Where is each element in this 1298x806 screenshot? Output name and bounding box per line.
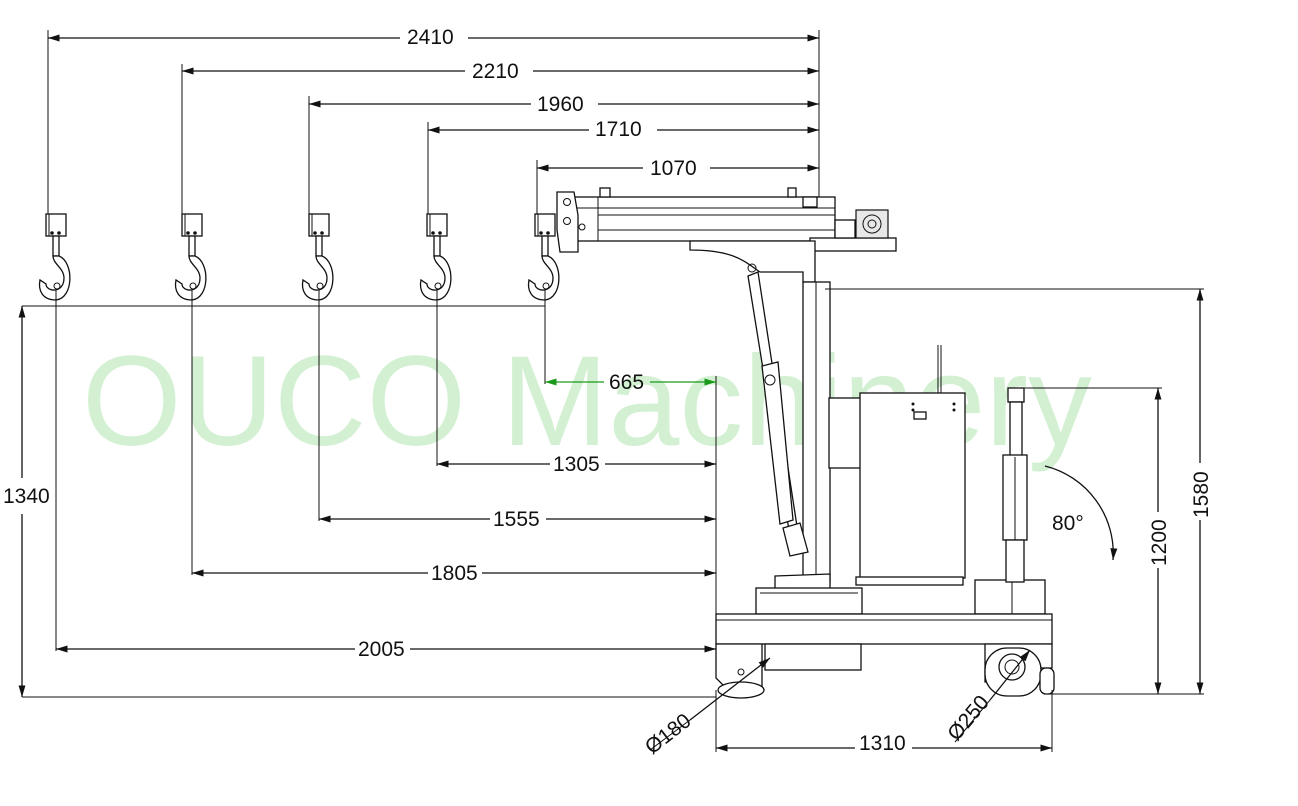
boom [556,187,897,296]
dimension-1555: 1555 [493,508,540,531]
hook-4 [419,213,452,301]
reach-dimensions: 665 1305 1555 1805 2005 [55,290,717,661]
handle [1002,387,1028,583]
control-box [855,345,966,586]
top-dimensions: 2410 2210 1960 1710 1070 [47,26,820,214]
front-wheel [717,668,765,699]
dimension-1580: 1580 [1190,471,1213,518]
hook-positions [38,213,560,301]
dimension-1200: 1200 [1148,519,1171,566]
dimension-665: 665 [609,371,644,394]
rear-wheel-diameter: Ø250 [943,691,994,745]
dimension-2210: 2210 [472,60,519,83]
hook-3 [301,213,334,301]
mast [802,281,862,583]
dimension-2410: 2410 [407,26,454,49]
dimension-1305: 1305 [553,453,600,476]
dimension-1310: 1310 [859,732,906,755]
height-dimensions-right: 1200 1580 [825,288,1213,695]
angle-label: 80° [1052,512,1084,535]
dimension-1710: 1710 [595,118,642,141]
dimension-2005: 2005 [358,638,405,661]
hydraulic-cylinder [747,271,809,557]
base-length-dimension: 1310 [715,690,1053,755]
handle-angle: 80° [1044,465,1118,561]
hook-2 [174,213,207,301]
height-dimension-left: 1340 [3,306,50,697]
dimension-1960: 1960 [537,93,584,116]
dimension-1070: 1070 [650,157,697,180]
hook-5 [527,213,560,301]
dimension-1805: 1805 [431,562,478,585]
dimension-1340: 1340 [3,485,50,508]
front-wheel-diameter: Ø180 [641,709,696,759]
hook-1 [38,213,71,301]
crane-body [556,187,1055,699]
